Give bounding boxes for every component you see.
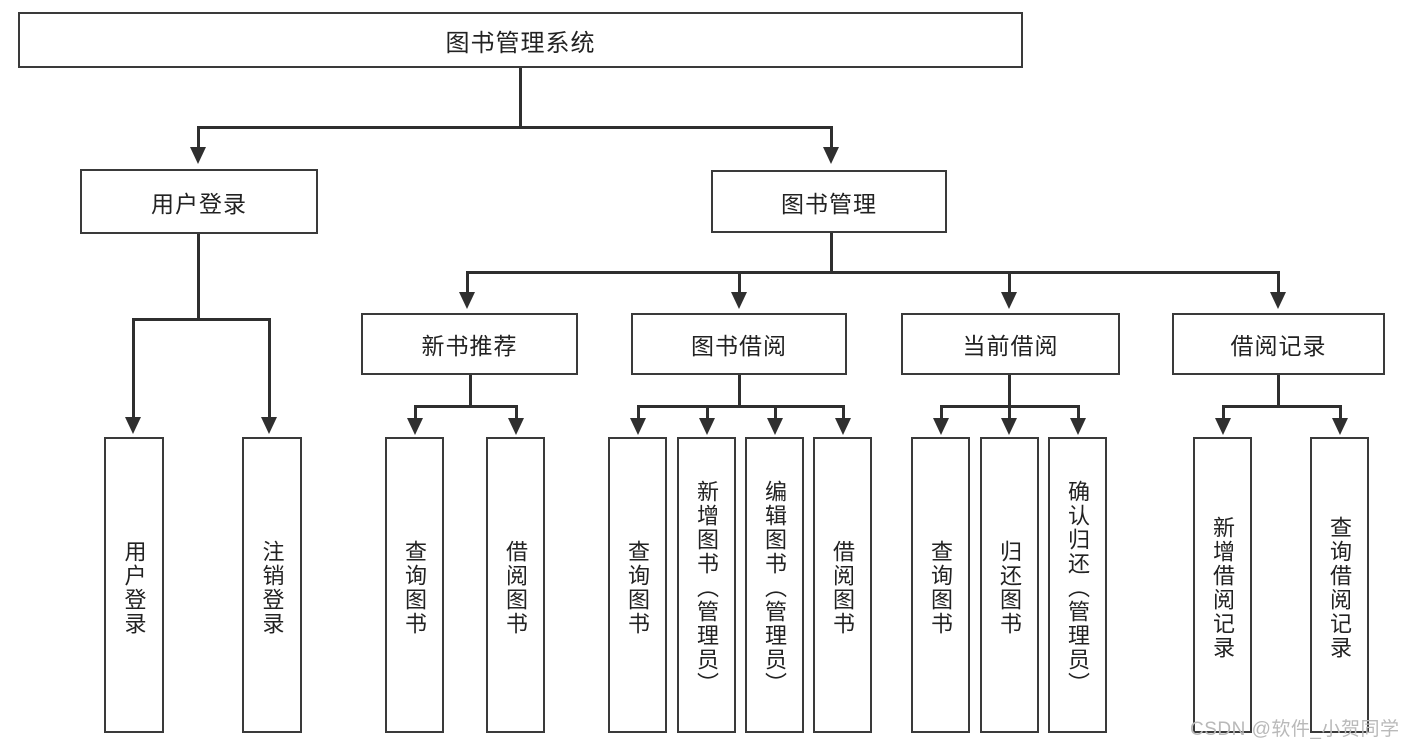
node-label: 借阅记录 bbox=[1230, 333, 1327, 359]
edge-bm-to-borrow-record bbox=[1277, 271, 1280, 293]
node-label: 查询图书 bbox=[625, 540, 651, 636]
node-label: 借阅图书 bbox=[503, 540, 529, 636]
node-book-management[interactable]: 图书管理 bbox=[711, 170, 947, 233]
edge-cb-drop-1 bbox=[940, 405, 943, 419]
node-borrow-record[interactable]: 借阅记录 bbox=[1172, 313, 1385, 375]
leaf-query-book-3[interactable]: 查询图书 bbox=[911, 437, 970, 733]
leaf-query-book-2[interactable]: 查询图书 bbox=[608, 437, 667, 733]
arrow-to-leaf-borrow-book-1 bbox=[508, 418, 524, 435]
edge-bm-to-new-book bbox=[466, 271, 469, 293]
node-user-login[interactable]: 用户登录 bbox=[80, 169, 318, 234]
edge-br-bar bbox=[1222, 405, 1339, 408]
node-label: 用户登录 bbox=[151, 190, 247, 217]
edge-root-trunk bbox=[519, 68, 522, 126]
node-label: 编辑图书（管理员） bbox=[762, 480, 788, 696]
edge-user-login-to-leaf-2 bbox=[268, 318, 271, 418]
edge-nbr-drop-2 bbox=[515, 405, 518, 419]
arrow-to-leaf-add-book bbox=[699, 418, 715, 435]
leaf-logout-login[interactable]: 注销登录 bbox=[242, 437, 302, 733]
node-new-book-recommend[interactable]: 新书推荐 bbox=[361, 313, 578, 375]
edge-bb-drop-1 bbox=[637, 405, 640, 419]
leaf-borrow-book-1[interactable]: 借阅图书 bbox=[486, 437, 545, 733]
watermark-text: CSDN @软件_小贺同学 bbox=[1190, 719, 1400, 740]
edge-user-login-trunk bbox=[197, 234, 200, 318]
edge-nbr-drop-1 bbox=[414, 405, 417, 419]
node-label: 图书借阅 bbox=[691, 333, 787, 359]
edge-cb-drop-3 bbox=[1077, 405, 1080, 419]
edge-bb-drop-3 bbox=[774, 405, 777, 419]
edge-bb-trunk bbox=[738, 375, 741, 405]
node-label: 新书推荐 bbox=[421, 333, 518, 359]
edge-cb-drop-2 bbox=[1008, 405, 1011, 419]
node-label: 查询图书 bbox=[928, 540, 954, 636]
arrow-to-leaf-query-record bbox=[1332, 418, 1348, 435]
node-book-borrow[interactable]: 图书借阅 bbox=[631, 313, 847, 375]
arrow-to-leaf-confirm-return bbox=[1070, 418, 1086, 435]
arrow-to-new-book-recommend bbox=[459, 292, 475, 309]
leaf-return-book[interactable]: 归还图书 bbox=[980, 437, 1039, 733]
node-label: 图书管理 bbox=[781, 190, 877, 217]
arrow-to-leaf-query-book-2 bbox=[630, 418, 646, 435]
leaf-add-book[interactable]: 新增图书（管理员） bbox=[677, 437, 736, 733]
edge-br-trunk bbox=[1277, 375, 1280, 405]
leaf-confirm-return[interactable]: 确认归还（管理员） bbox=[1048, 437, 1107, 733]
node-label: 图书管理系统 bbox=[445, 29, 596, 57]
node-label: 归还图书 bbox=[997, 540, 1023, 636]
node-label: 用户登录 bbox=[121, 540, 147, 636]
node-label: 查询图书 bbox=[402, 540, 428, 636]
node-label: 当前借阅 bbox=[962, 333, 1059, 359]
edge-root-bar bbox=[197, 126, 832, 129]
arrow-to-leaf-borrow-book-2 bbox=[835, 418, 851, 435]
arrow-to-leaf-logout-login bbox=[261, 417, 277, 434]
edge-book-management-bar bbox=[466, 271, 1280, 274]
arrow-to-user-login bbox=[190, 147, 206, 164]
edge-bb-drop-2 bbox=[706, 405, 709, 419]
leaf-edit-book[interactable]: 编辑图书（管理员） bbox=[745, 437, 804, 733]
leaf-add-record[interactable]: 新增借阅记录 bbox=[1193, 437, 1252, 733]
arrow-to-leaf-query-book-3 bbox=[933, 418, 949, 435]
node-current-borrow[interactable]: 当前借阅 bbox=[901, 313, 1120, 375]
arrow-to-book-management bbox=[823, 147, 839, 164]
arrow-to-leaf-query-book-1 bbox=[407, 418, 423, 435]
arrow-to-current-borrow bbox=[1001, 292, 1017, 309]
edge-bm-to-current-borrow bbox=[1008, 271, 1011, 293]
csdn-watermark: CSDN @软件_小贺同学 bbox=[1190, 714, 1399, 741]
node-label: 确认归还（管理员） bbox=[1065, 480, 1091, 696]
arrow-to-borrow-record bbox=[1270, 292, 1286, 309]
leaf-user-login[interactable]: 用户登录 bbox=[104, 437, 164, 733]
edge-nbr-trunk bbox=[469, 375, 472, 405]
node-label: 查询借阅记录 bbox=[1327, 516, 1353, 660]
edge-root-to-user-login bbox=[197, 126, 200, 148]
leaf-borrow-book-2[interactable]: 借阅图书 bbox=[813, 437, 872, 733]
edge-br-drop-1 bbox=[1222, 405, 1225, 419]
arrow-to-leaf-return-book bbox=[1001, 418, 1017, 435]
leaf-query-book-1[interactable]: 查询图书 bbox=[385, 437, 444, 733]
edge-bb-drop-4 bbox=[842, 405, 845, 419]
edge-root-to-book-management bbox=[830, 126, 833, 148]
arrow-to-leaf-user-login bbox=[125, 417, 141, 434]
arrow-to-book-borrow bbox=[731, 292, 747, 309]
edge-book-management-trunk bbox=[830, 233, 833, 271]
arrow-to-leaf-edit-book bbox=[767, 418, 783, 435]
arrow-to-leaf-add-record bbox=[1215, 418, 1231, 435]
node-label: 新增图书（管理员） bbox=[694, 480, 720, 696]
edge-user-login-bar bbox=[132, 318, 268, 321]
node-book-management-system[interactable]: 图书管理系统 bbox=[18, 12, 1023, 68]
edge-nbr-bar bbox=[414, 405, 515, 408]
leaf-query-record[interactable]: 查询借阅记录 bbox=[1310, 437, 1369, 733]
edge-bm-to-book-borrow bbox=[738, 271, 741, 293]
edge-bb-bar bbox=[637, 405, 842, 408]
edge-cb-trunk bbox=[1008, 375, 1011, 405]
node-label: 借阅图书 bbox=[830, 540, 856, 636]
edge-br-drop-2 bbox=[1339, 405, 1342, 419]
node-label: 新增借阅记录 bbox=[1210, 516, 1236, 660]
node-label: 注销登录 bbox=[259, 540, 285, 636]
edge-user-login-to-leaf-1 bbox=[132, 318, 135, 418]
